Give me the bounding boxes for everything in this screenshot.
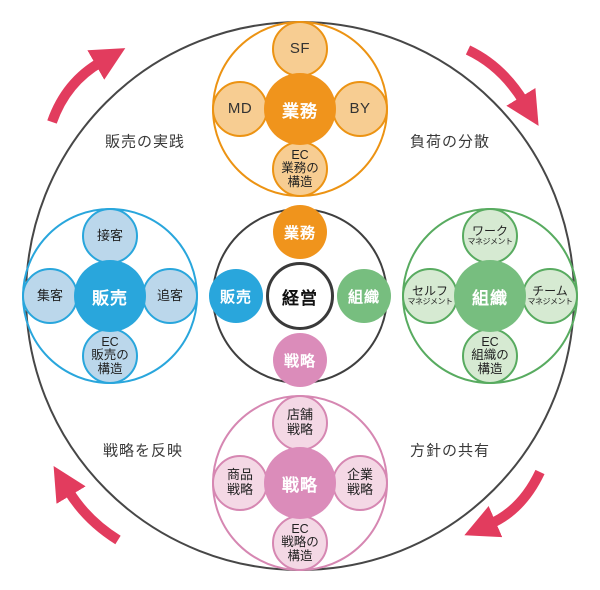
satellite-product-strategy: 商品 戦略: [212, 455, 268, 511]
satellite-sf: SF: [272, 21, 328, 77]
satellite-by: BY: [332, 81, 388, 137]
label-line: 追客: [156, 287, 183, 303]
satellite-team-management: チーム マネジメント: [522, 268, 578, 324]
rotation-arrow-top-left: [47, 48, 126, 124]
sales-center-circle: 販売: [74, 260, 146, 332]
ring-item-organization: 組織: [337, 269, 391, 323]
label-line: MD: [227, 99, 253, 117]
label-line: チーム: [532, 283, 568, 298]
satellite-customer-followup: 追客: [142, 268, 198, 324]
satellite-customer-service: 接客: [82, 208, 138, 264]
label-line: 企業: [346, 467, 373, 483]
label-line: EC: [291, 521, 309, 536]
label-line: 接客: [96, 227, 123, 243]
rotation-arrow-top-right: [465, 45, 539, 126]
label-line: 店舗: [286, 407, 313, 423]
label-line: EC: [291, 147, 309, 162]
label-line: ワーク: [471, 223, 508, 238]
satellite-corporate-strategy: 企業 戦略: [332, 455, 388, 511]
label-line: SF: [289, 39, 311, 57]
label-line: マネジメント: [527, 297, 574, 307]
satellite-store-strategy: 店舗 戦略: [272, 395, 328, 451]
label-line: 業務の: [281, 161, 319, 176]
label-load-distribution: 負荷の分散: [409, 133, 491, 151]
label-line: 集客: [36, 287, 63, 303]
ring-item-sales: 販売: [209, 269, 263, 323]
label-line: マネジメント: [407, 297, 454, 307]
satellite-ec-sales-structure: EC 販売の 構造: [82, 328, 138, 384]
operations-center-circle: 業務: [264, 73, 336, 145]
label-share-policy: 方針の共有: [409, 442, 491, 460]
label-line: 販売の: [91, 348, 129, 363]
strategy-center-circle: 戦略: [264, 447, 336, 519]
ring-item-strategy: 戦略: [273, 333, 327, 387]
rotation-arrow-bottom-right: [464, 469, 545, 538]
ring-item-operations: 業務: [273, 205, 327, 259]
label-line: 組織の: [471, 348, 509, 363]
label-line: マネジメント: [467, 237, 514, 247]
management-core-circle: 経営: [266, 262, 334, 330]
satellite-md: MD: [212, 81, 268, 137]
label-line: 構造: [287, 174, 313, 189]
label-line: BY: [349, 99, 371, 117]
organization-center-circle: 組織: [454, 260, 526, 332]
label-line: 戦略: [286, 422, 313, 437]
label-reflect-strategy: 戦略を反映: [102, 442, 184, 460]
satellite-work-management: ワーク マネジメント: [462, 208, 518, 264]
satellite-ec-strategy-structure: EC 戦略の 構造: [272, 515, 328, 571]
label-line: 構造: [97, 361, 123, 376]
label-line: セルフ: [411, 283, 448, 298]
satellite-self-management: セルフ マネジメント: [402, 268, 458, 324]
label-line: EC: [481, 334, 499, 349]
satellite-customer-attraction: 集客: [22, 268, 78, 324]
label-line: 戦略の: [281, 535, 319, 550]
label-line: 構造: [287, 548, 313, 563]
label-line: 戦略: [226, 482, 253, 497]
label-line: 構造: [477, 361, 503, 376]
satellite-ec-operations-structure: EC 業務の 構造: [272, 141, 328, 197]
label-line: 商品: [226, 467, 253, 483]
label-sales-practice: 販売の実践: [104, 133, 186, 151]
label-line: 戦略: [346, 482, 373, 497]
rotation-arrow-bottom-left: [53, 465, 121, 545]
satellite-ec-organization-structure: EC 組織の 構造: [462, 328, 518, 384]
label-line: EC: [101, 334, 119, 349]
